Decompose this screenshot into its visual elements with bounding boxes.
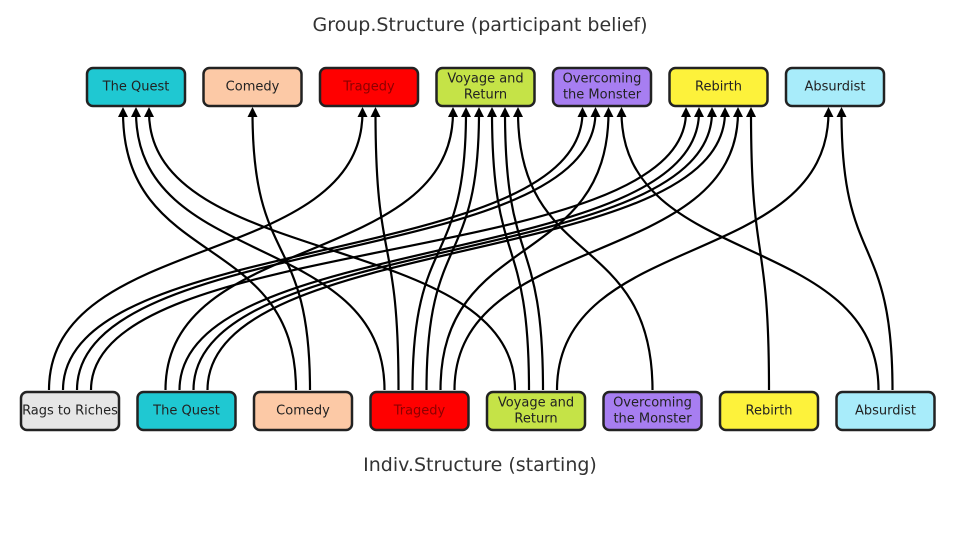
bottom-node-label: Rags to Riches — [22, 404, 118, 419]
edge-absurdist-to-monster — [616, 107, 880, 391]
edge-voyage-to-voyage — [487, 107, 531, 391]
bottom-title: Indiv.Structure (starting) — [363, 454, 597, 476]
top-node-box — [202, 66, 303, 108]
top-node-label: Rebirth — [695, 80, 742, 95]
top-node-label: Voyage and — [447, 72, 523, 87]
bottom-node-box — [252, 390, 354, 432]
bottom-node-box — [835, 390, 936, 432]
top-node-label: Tragedy — [342, 80, 395, 95]
bottom-node-label: the Monster — [613, 412, 692, 427]
top-node-absurdist: Absurdist — [784, 66, 886, 108]
edge-voyage-to-absurdist — [555, 107, 834, 391]
top-node-comedy: Comedy — [202, 66, 303, 108]
edges — [47, 107, 894, 391]
top-node-label: Overcoming — [563, 72, 642, 87]
top-node-box — [784, 66, 886, 108]
bottom-node-absurdist: Absurdist — [835, 390, 936, 432]
indiv-structure-row: Rags to Riches The Quest Comedy Tragedy Voya… — [19, 390, 936, 432]
bottom-node-comedy: Comedy — [252, 390, 354, 432]
edge-tragedy-to-voyage — [425, 107, 484, 391]
edge-tragedy-to-tragedy — [370, 107, 400, 391]
bottom-node-label: Voyage and — [498, 396, 574, 411]
bottom-node-label: Overcoming — [613, 396, 692, 411]
top-node-box — [668, 66, 769, 108]
top-node-quest: The Quest — [85, 66, 187, 108]
edge-voyage-to-quest — [144, 107, 517, 391]
bottom-node-box — [19, 390, 121, 432]
top-node-label: Return — [464, 88, 507, 103]
edge-comedy-to-quest — [118, 107, 298, 391]
edge-voyage-to-voyage — [500, 107, 545, 391]
top-node-label: the Monster — [563, 88, 642, 103]
edge-rags-to-rebirth — [89, 107, 691, 391]
bottom-node-label: Comedy — [276, 404, 330, 419]
edge-tragedy-to-rebirth — [453, 107, 743, 391]
bottom-node-label: Return — [514, 412, 557, 427]
bottom-node-box — [485, 390, 587, 432]
edge-absurdist-to-absurdist — [836, 107, 894, 391]
top-node-label: Comedy — [226, 80, 280, 95]
top-node-tragedy: Tragedy — [318, 66, 420, 108]
top-node-label: The Quest — [102, 80, 170, 95]
bottom-node-rags: Rags to Riches — [19, 390, 121, 432]
edge-rags-to-monster — [61, 107, 588, 391]
edge-quest-to-voyage — [164, 107, 458, 391]
top-title: Group.Structure (participant belief) — [312, 14, 648, 36]
bottom-node-box — [369, 390, 470, 432]
top-node-box — [435, 66, 536, 108]
bottom-node-label: Tragedy — [393, 404, 446, 419]
bottom-node-tragedy: Tragedy — [369, 390, 470, 432]
bottom-node-rebirth: Rebirth — [718, 390, 820, 432]
top-node-box — [85, 66, 187, 108]
top-node-label: Absurdist — [804, 80, 865, 95]
bottom-node-quest: The Quest — [136, 390, 237, 432]
top-node-box — [318, 66, 420, 108]
edge-tragedy-to-quest — [131, 107, 386, 391]
edge-monster-to-voyage — [513, 107, 654, 391]
bottom-node-label: Absurdist — [855, 404, 916, 419]
edge-rebirth-to-rebirth — [746, 107, 771, 391]
bottom-node-label: The Quest — [152, 404, 220, 419]
bottom-node-box — [602, 390, 703, 432]
edge-rags-to-tragedy — [47, 107, 368, 391]
edge-quest-to-rebirth — [206, 107, 730, 391]
bottom-node-box — [718, 390, 820, 432]
bottom-node-label: Rebirth — [746, 404, 793, 419]
edge-rags-to-monster — [75, 107, 601, 391]
bottom-node-box — [136, 390, 237, 432]
edge-tragedy-to-voyage — [411, 107, 471, 391]
edge-comedy-to-comedy — [247, 107, 312, 391]
top-node-box — [551, 66, 653, 108]
top-node-rebirth: Rebirth — [668, 66, 769, 108]
